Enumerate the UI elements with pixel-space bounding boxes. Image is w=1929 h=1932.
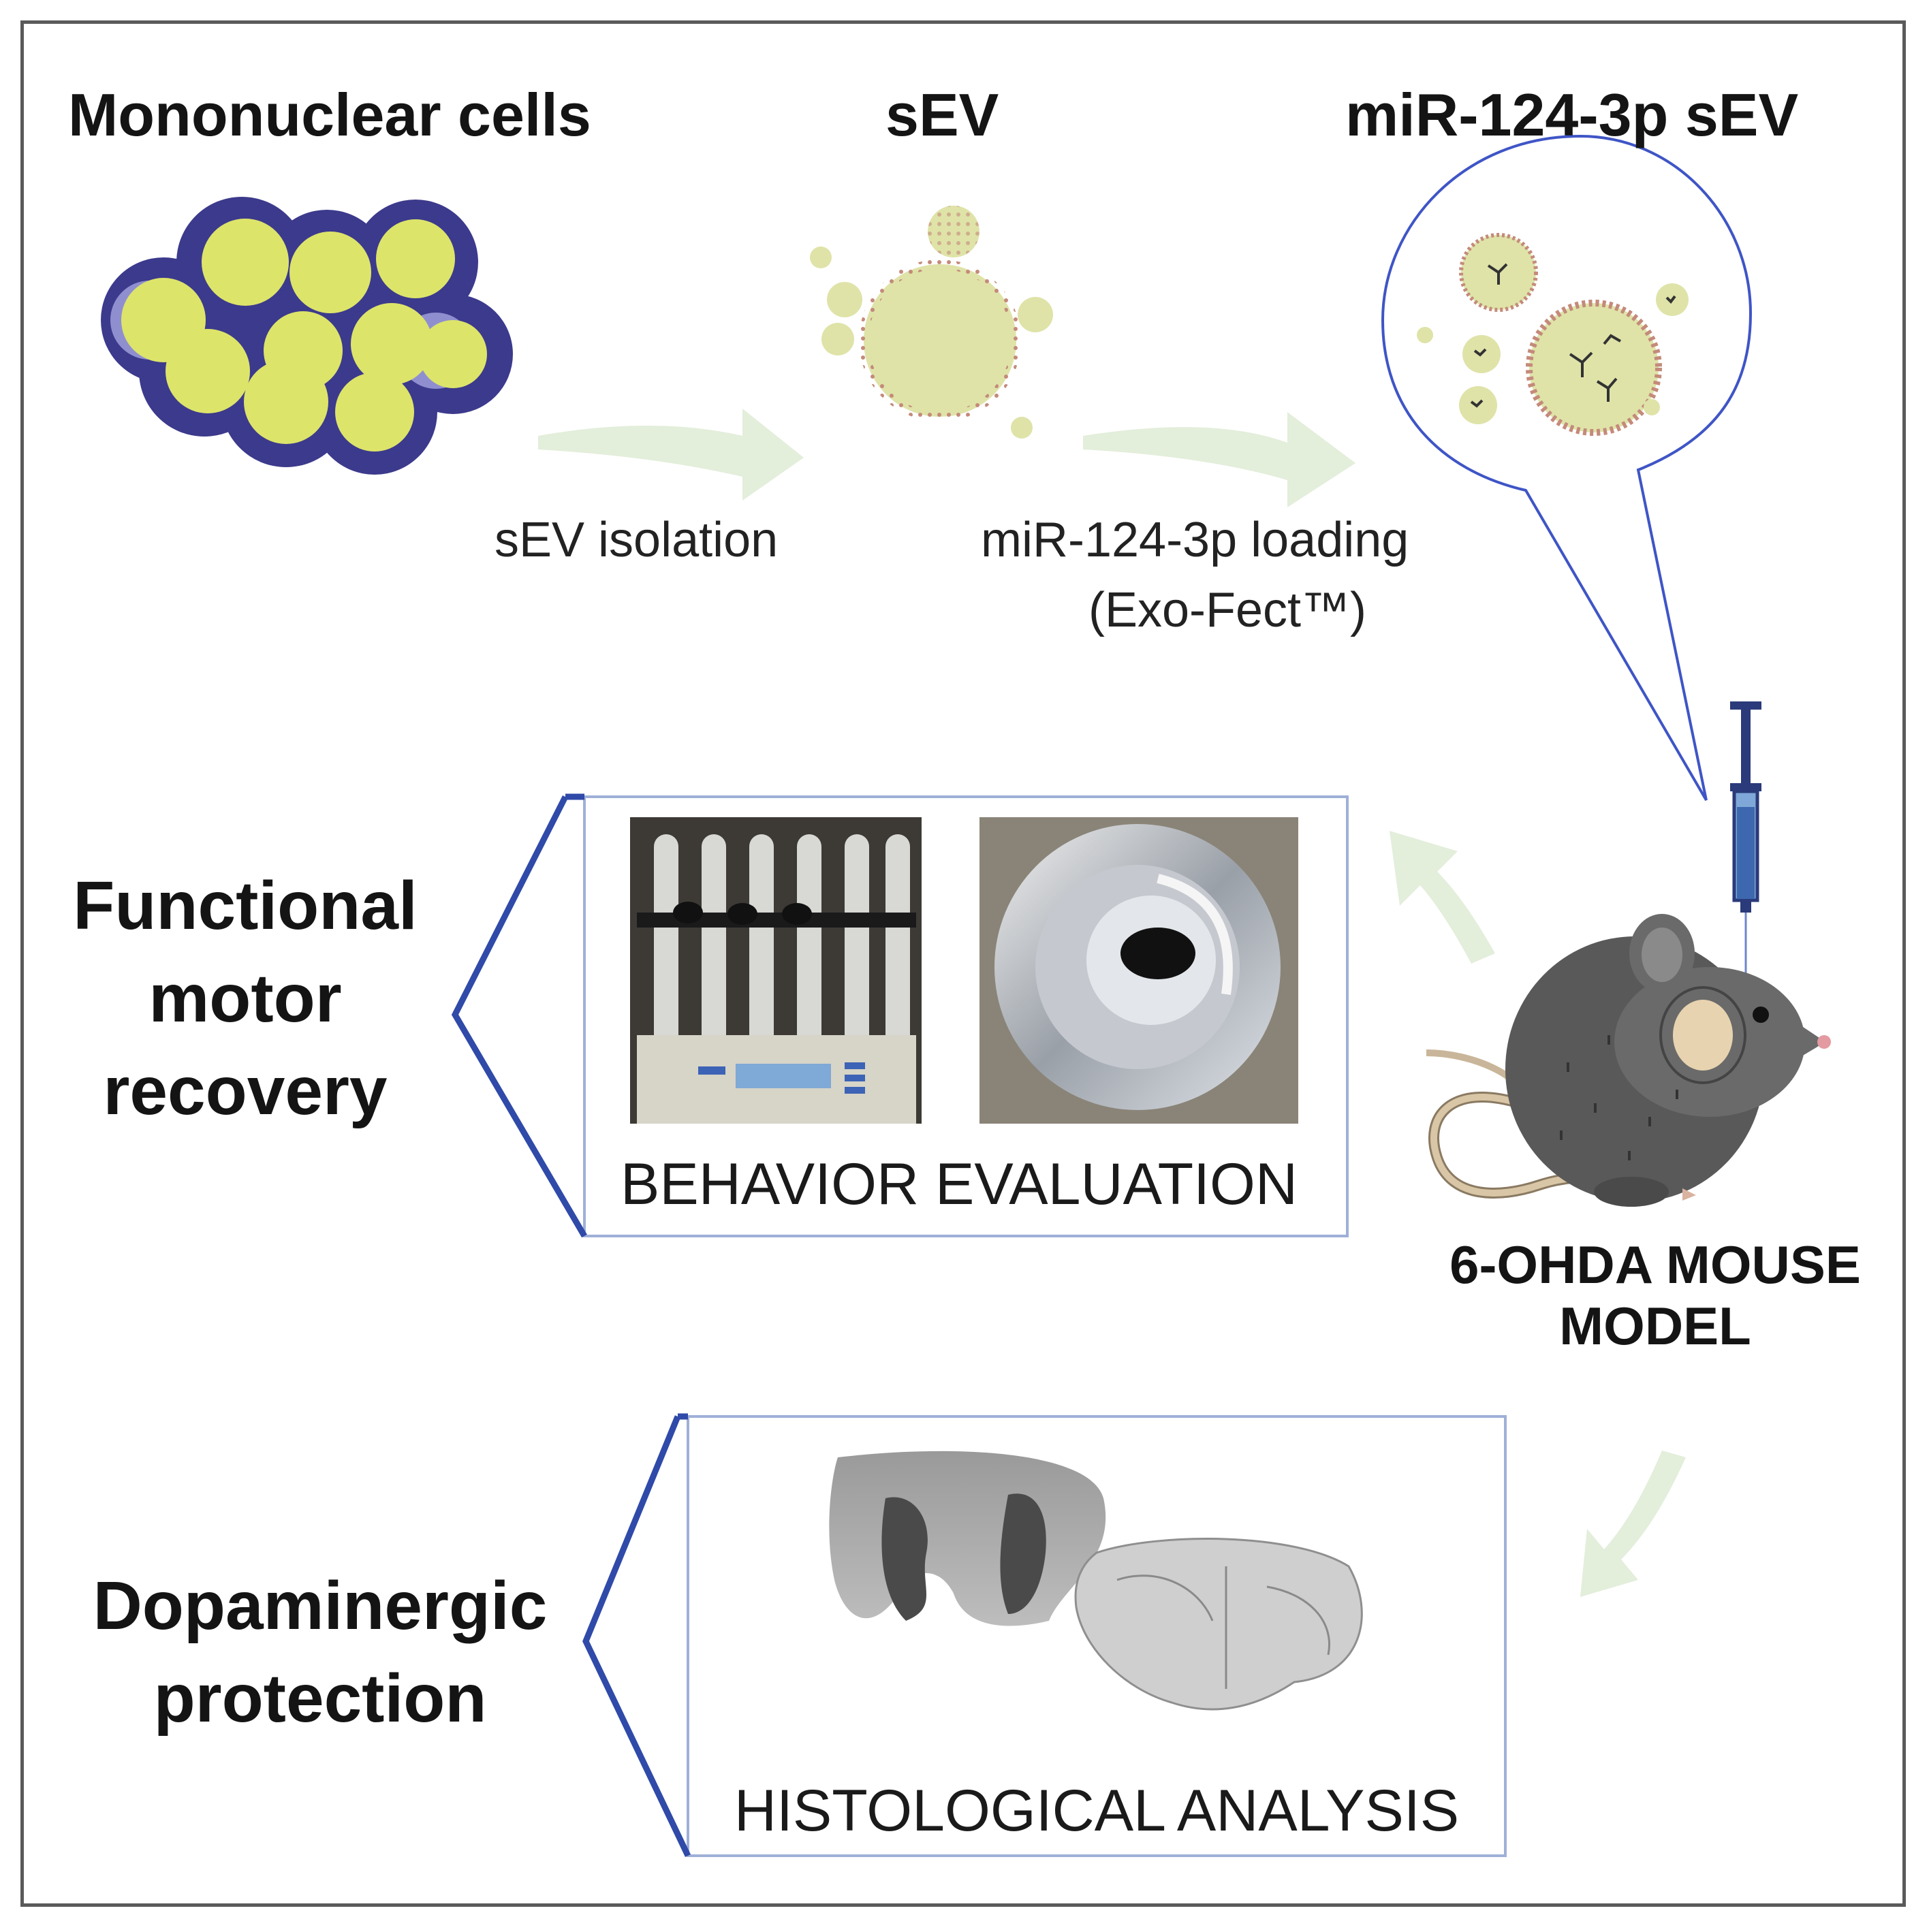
functional-line-3: recovery <box>103 1053 388 1129</box>
label-behavior-evaluation: BEHAVIOR EVALUATION <box>621 1152 1298 1217</box>
dopaminergic-line-1: Dopaminergic <box>93 1568 548 1644</box>
cylinder-test-photo <box>979 817 1298 1124</box>
rotarod-photo <box>630 817 922 1124</box>
brain-section-midbrain <box>1074 1538 1363 1711</box>
behavior-evaluation-panel <box>451 793 1349 1238</box>
mouse-illustration <box>1426 914 1831 1207</box>
sev-vesicles <box>810 206 1053 439</box>
arrow-sev-isolation <box>538 409 804 501</box>
arrow-to-histology <box>1580 1451 1686 1597</box>
histological-analysis-panel <box>582 1413 1507 1857</box>
dopaminergic-line-2: protection <box>153 1660 487 1737</box>
syringe-icon <box>1730 701 1761 974</box>
arrow-mir-loading <box>1083 412 1355 507</box>
label-histological-analysis: HISTOLOGICAL ANALYSIS <box>734 1778 1460 1843</box>
label-exo-fect: (Exo-Fect™) <box>1088 583 1367 637</box>
callout-balloon <box>1381 134 1753 802</box>
label-sev: sEV <box>885 81 999 148</box>
label-mononuclear-cells: Mononuclear cells <box>68 81 591 148</box>
label-mouse-model: 6-OHDA MOUSE MODEL <box>1417 1234 1894 1357</box>
label-mir-loading: miR-124-3p loading <box>981 513 1409 567</box>
functional-line-1: Functional <box>73 868 418 944</box>
mononuclear-cells-cluster <box>101 197 513 475</box>
label-functional-motor-recovery: Functional motor recovery <box>27 859 463 1137</box>
label-mir-sev: miR-124-3p sEV <box>1345 81 1799 148</box>
mouse-model-line-2: MODEL <box>1559 1296 1751 1356</box>
arrow-to-behavior <box>1390 831 1495 964</box>
functional-line-2: motor <box>148 960 342 1036</box>
mouse-model-line-1: 6-OHDA MOUSE <box>1449 1235 1861 1295</box>
brain-section-striatum <box>829 1451 1106 1626</box>
label-dopaminergic-protection: Dopaminergic protection <box>27 1559 613 1745</box>
label-sev-isolation: sEV isolation <box>495 513 779 567</box>
